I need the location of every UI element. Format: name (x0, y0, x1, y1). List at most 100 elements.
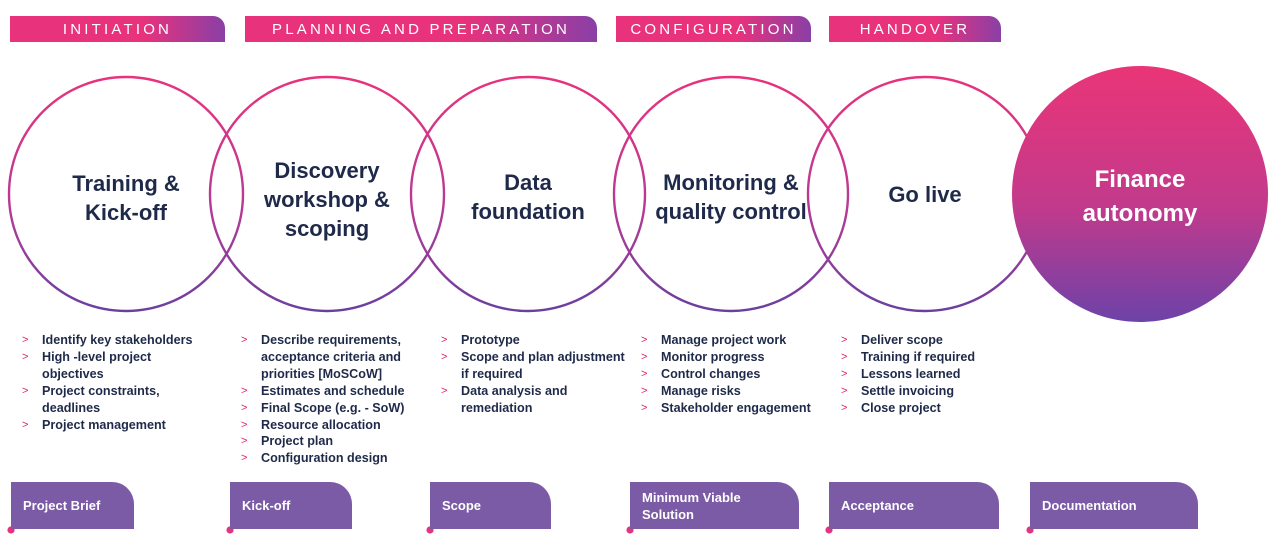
chevron-right-icon: > (241, 401, 248, 414)
stage-2-activity-list: > Describe requirements, acceptance crite… (239, 332, 429, 467)
activity-text: Prototype (461, 333, 520, 347)
chevron-right-icon: > (22, 384, 29, 397)
activity-item: > Control changes (639, 366, 829, 383)
chevron-right-icon: > (441, 350, 448, 363)
deliverable-label: Project Brief (23, 498, 101, 513)
activity-item: > Project plan (239, 433, 429, 450)
activity-item: > Monitor progress (639, 349, 829, 366)
chevron-right-icon: > (841, 334, 848, 346)
activity-item: > Estimates and schedule (239, 383, 429, 400)
activity-text: Manage risks (661, 383, 741, 398)
phase-label-2: PLANNING AND PREPARATION (245, 16, 597, 42)
phase-label-1: INITIATION (10, 16, 225, 42)
chevron-right-icon: > (641, 367, 648, 380)
activity-text: Describe requirements, acceptance criter… (261, 333, 402, 381)
activity-text: Close project (861, 400, 941, 415)
chevron-right-icon: > (241, 384, 248, 397)
activity-item: > Scope and plan adjustment if required (439, 349, 629, 383)
stage-5-deliverable-tab: Acceptance (829, 482, 999, 529)
stage-4-deliverable-tab: Minimum Viable Solution (630, 482, 799, 529)
activity-item: > Settle invoicing (839, 383, 1029, 400)
activity-item: > Close project (839, 400, 1029, 417)
stage-6-circle (1012, 66, 1268, 322)
chevron-right-icon: > (241, 435, 248, 448)
stage-5-activity-list: > Deliver scope > Training if required > Less… (839, 332, 1029, 417)
stage-4-title-line: Monitoring & (663, 170, 799, 195)
activity-text: Identify key stakeholders (42, 333, 193, 347)
activity-text: Project plan (261, 434, 334, 449)
chevron-right-icon: > (441, 384, 448, 397)
activity-text: Estimates and schedule (261, 383, 405, 398)
chevron-right-icon: > (441, 334, 448, 346)
stage-1-circle (7, 75, 245, 313)
chevron-right-icon: > (641, 401, 648, 414)
activity-text: High -level project objectives (42, 349, 152, 381)
chevron-right-icon: > (22, 334, 29, 346)
activity-item: > High -level project objectives (20, 349, 210, 383)
stage-3-title-line: Data (504, 170, 552, 195)
activity-text: Settle invoicing (861, 383, 955, 398)
activity-item: > Project constraints, deadlines (20, 383, 210, 417)
activity-text: Training if required (861, 349, 976, 364)
activity-item: > Training if required (839, 349, 1029, 366)
activity-item: > Final Scope (e.g. - SoW) (239, 400, 429, 417)
stage-2-title-line: Discovery (274, 158, 380, 183)
activity-text: Lessons learned (861, 366, 961, 381)
stage-2-deliverable-tab: Kick-off (230, 482, 352, 529)
chevron-right-icon: > (641, 350, 648, 363)
activity-item: >Stakeholder engagement (639, 400, 829, 417)
activity-text: Control changes (661, 366, 761, 381)
chevron-right-icon: > (241, 452, 248, 465)
stage-6-deliverable-tab: Documentation (1030, 482, 1198, 529)
activity-text: Project constraints, deadlines (42, 383, 160, 415)
chevron-right-icon: > (841, 367, 848, 380)
stage-3-title-line: foundation (471, 199, 585, 224)
activity-item: > Resource allocation (239, 417, 429, 434)
deliverable-label: Documentation (1042, 498, 1137, 513)
activity-text: Final Scope (e.g. - SoW) (261, 400, 405, 415)
stage-6-title-line: autonomy (1082, 200, 1198, 227)
chevron-right-icon: > (841, 350, 848, 363)
chevron-right-icon: > (841, 384, 848, 397)
deliverable-label: Kick-off (242, 498, 291, 513)
stage-3-deliverable-tab: Scope (430, 482, 551, 529)
activity-item: >Manage risks (639, 383, 829, 400)
activity-item: > Describe requirements, acceptance crite… (239, 332, 429, 383)
stage-2-circle (208, 75, 446, 313)
stage-4-activity-list: >Manage project work>Monitor progress>Co… (639, 332, 829, 417)
activity-text: Configuration design (261, 451, 388, 466)
stage-2-title-line: scoping (284, 216, 370, 241)
activity-item: > Project management (20, 417, 210, 434)
chevron-right-icon: > (841, 401, 848, 414)
deliverable-label: Minimum Viable Solution (642, 489, 741, 522)
stage-1-title-line: Training & (72, 171, 180, 196)
deliverable-label: Scope (442, 498, 482, 513)
activity-text: Data analysis and remediation (461, 383, 568, 415)
chevron-right-icon: > (241, 334, 248, 346)
activity-item: > Prototype (439, 332, 629, 349)
activity-item: > Deliver scope (839, 332, 1029, 349)
activity-text: Project management (42, 417, 166, 432)
stage-5-title-line: Go live (888, 182, 962, 207)
chevron-right-icon: > (241, 418, 248, 431)
activity-item: > Identify key stakeholders (20, 332, 210, 349)
stage-3-activity-list: > Prototype > Scope and plan adjustment if … (439, 332, 629, 417)
activity-text: Scope and plan adjustment if required (461, 349, 625, 381)
activity-text: Resource allocation (261, 417, 381, 432)
deliverable-label: Acceptance (841, 498, 914, 513)
activity-item: > Data analysis and remediation (439, 383, 629, 417)
stage-1-activity-list: > Identify key stakeholders > High -level p… (20, 332, 210, 433)
phase-label-4: HANDOVER (829, 16, 1001, 42)
activity-text: Monitor progress (661, 349, 765, 364)
stage-3-circle (409, 75, 647, 313)
chevron-right-icon: > (641, 334, 648, 346)
stage-1-deliverable-tab: Project Brief (11, 482, 134, 529)
activity-text: Deliver scope (861, 333, 943, 347)
chevron-right-icon: > (22, 350, 29, 363)
stage-6-title-line: Finance (1094, 166, 1186, 193)
stage-2-title-line: workshop & (264, 187, 390, 212)
stage-4-circle (612, 75, 850, 313)
chevron-right-icon: > (22, 418, 29, 431)
activity-item: > Lessons learned (839, 366, 1029, 383)
